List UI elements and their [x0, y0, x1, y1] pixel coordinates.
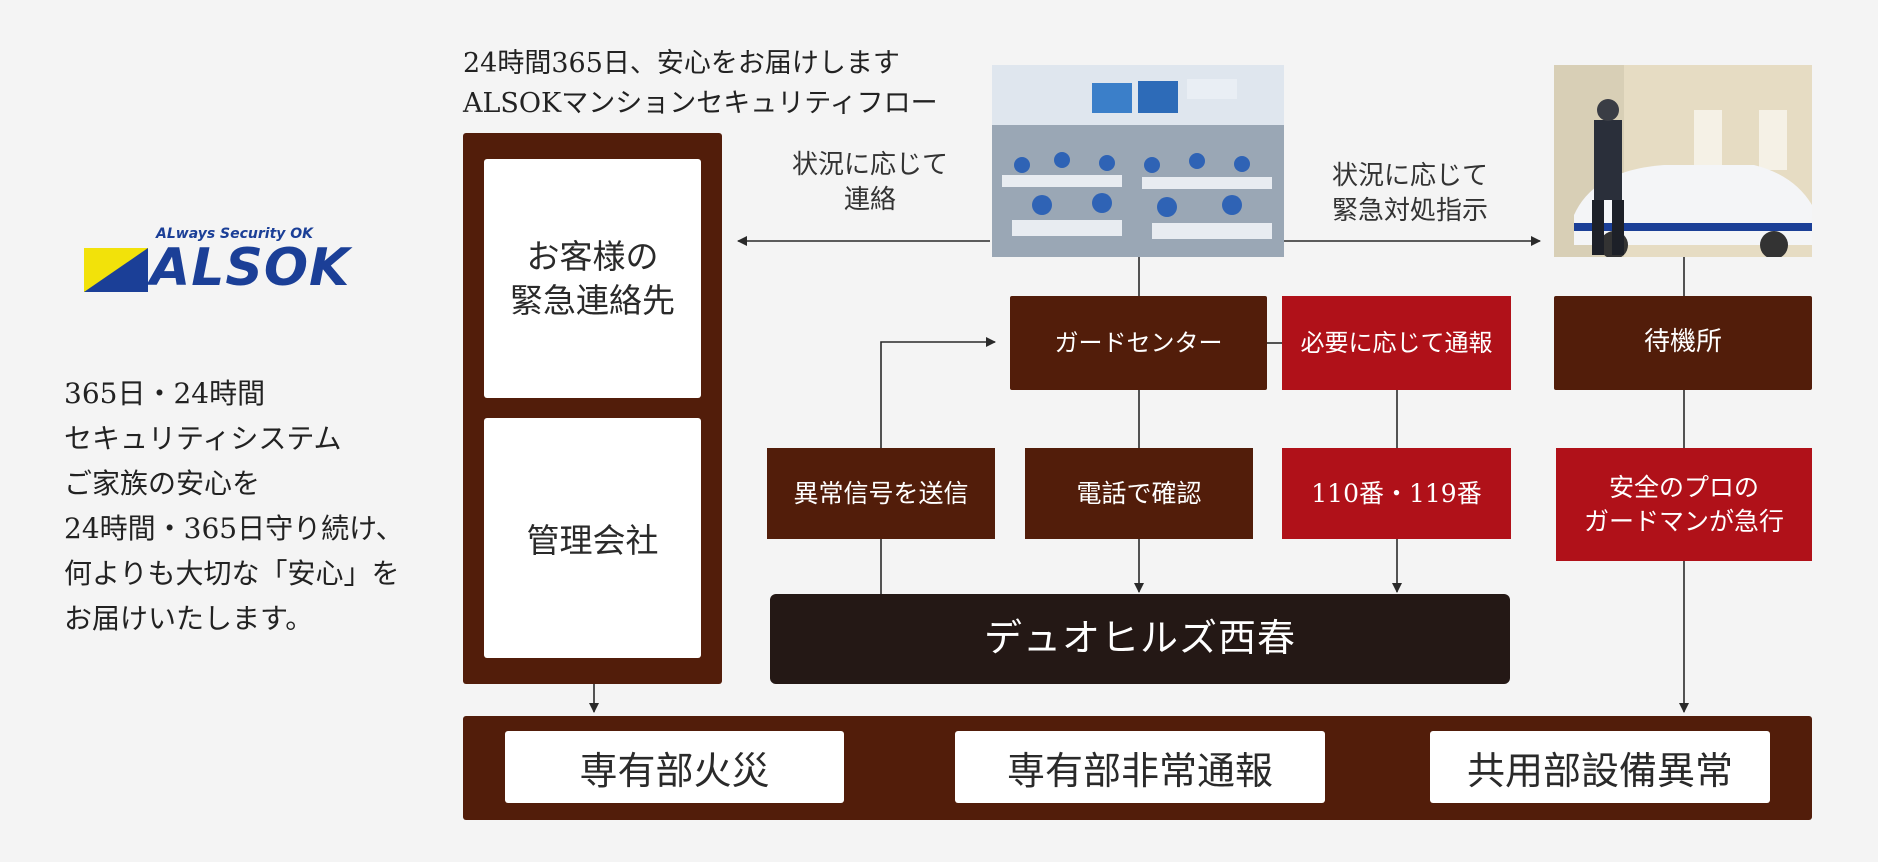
event-card-private-emergency: 専有部非常通報	[955, 731, 1325, 803]
management-company-card: 管理会社	[484, 418, 701, 658]
alsok-logo: ALways Security OK ALSOK	[84, 226, 404, 298]
standby-node: 待機所	[1554, 296, 1812, 390]
logo-tagline: ALways Security OK	[156, 226, 314, 242]
control-room-image	[992, 65, 1284, 257]
contact-note-line: 連絡	[843, 185, 896, 216]
logo-emblem-icon	[84, 248, 148, 292]
patrol-car-photo	[1554, 65, 1812, 257]
building-node: デュオヒルズ西春	[770, 594, 1510, 684]
dispatch-note-line: 状況に応じて	[1331, 161, 1488, 191]
contact-note-label: 状況に応じて 連絡	[770, 148, 970, 218]
control-room-photo	[992, 65, 1284, 257]
guard-rush-line: 安全のプロの	[1608, 472, 1759, 502]
phone-confirm-node: 電話で確認	[1025, 448, 1253, 539]
description-line: 何よりも大切な「安心」を	[64, 557, 400, 590]
guard-rush-line: ガードマンが急行	[1583, 506, 1784, 536]
event-label: 専有部火災	[579, 748, 770, 793]
heading-line-2: ALSOKマンションセキュリティフロー	[463, 88, 938, 119]
event-label: 共用部設備異常	[1466, 748, 1733, 793]
contact-line-1: お客様の	[526, 236, 659, 276]
contact-line-2: 緊急連絡先	[510, 280, 675, 320]
event-label: 専有部非常通報	[1006, 748, 1273, 793]
emergency-numbers-label: 110番・119番	[1311, 478, 1482, 508]
guard-rush-node: 安全のプロの ガードマンが急行	[1556, 448, 1812, 561]
arrow-signal-guard-center	[880, 337, 996, 448]
report-if-needed-label: 必要に応じて通報	[1300, 328, 1493, 357]
flow-heading: 24時間365日、安心をお届けします ALSOKマンションセキュリティフロー	[463, 44, 938, 124]
patrol-car-image	[1554, 65, 1812, 257]
description-text: 365日・24時間 セキュリティシステム ご家族の安心を 24時間・365日守り…	[64, 371, 404, 641]
event-card-common-equipment: 共用部設備異常	[1430, 731, 1770, 803]
emergency-contact-card: お客様の 緊急連絡先	[484, 159, 701, 398]
event-card-private-fire: 専有部火災	[505, 731, 844, 803]
send-signal-label: 異常信号を送信	[793, 478, 969, 508]
description-line: ご家族の安心を	[64, 467, 261, 500]
building-label: デュオヒルズ西春	[983, 616, 1296, 661]
send-signal-node: 異常信号を送信	[767, 448, 995, 539]
report-if-needed-node: 必要に応じて通報	[1282, 296, 1511, 390]
description-line: セキュリティシステム	[64, 422, 342, 455]
dispatch-note-label: 状況に応じて 緊急対処指示	[1300, 159, 1520, 229]
guard-center-label: ガードセンター	[1054, 328, 1223, 357]
management-label: 管理会社	[526, 521, 659, 560]
heading-line-1: 24時間365日、安心をお届けします	[463, 48, 900, 79]
emergency-numbers-node: 110番・119番	[1282, 448, 1511, 539]
description-line: 365日・24時間	[64, 377, 266, 410]
logo-wordmark: ALSOK	[150, 238, 351, 298]
phone-confirm-label: 電話で確認	[1076, 478, 1202, 508]
standby-label: 待機所	[1643, 327, 1722, 358]
description-line: 24時間・365日守り続け、	[64, 512, 404, 545]
contact-note-line: 状況に応じて	[791, 150, 948, 180]
description-line: お届けいたします。	[64, 602, 314, 635]
dispatch-note-line: 緊急対処指示	[1331, 196, 1488, 227]
guard-center-node: ガードセンター	[1010, 296, 1267, 390]
